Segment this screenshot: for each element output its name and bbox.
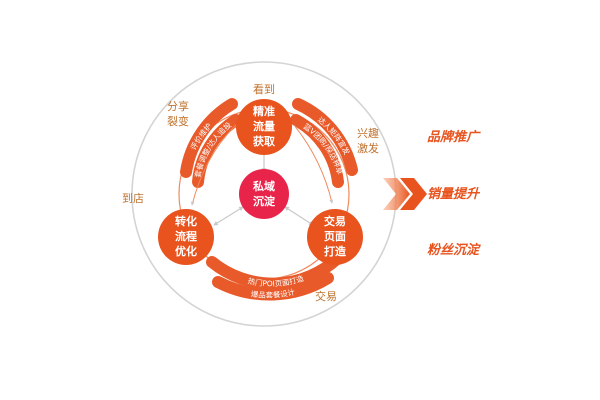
svg-text:兴趣: 兴趣 <box>357 126 379 140</box>
outer-label-upper-left: 分享 裂变 <box>167 99 189 128</box>
svg-text:流量: 流量 <box>253 119 275 133</box>
svg-text:分享: 分享 <box>167 99 189 113</box>
outer-label-upper-right: 兴趣 激发 <box>357 126 379 155</box>
svg-text:页面: 页面 <box>324 230 346 243</box>
svg-text:交易: 交易 <box>324 214 346 228</box>
outcome-sales-growth: 销量提升 <box>427 186 481 202</box>
node-left: 转化 流程 优化 <box>158 209 214 265</box>
arrow-top-to-right <box>293 124 334 204</box>
band-right-outer <box>292 98 358 176</box>
band-bottom-inner <box>206 252 344 290</box>
svg-text:私域: 私域 <box>253 179 275 193</box>
node-center: 私域 沉淀 <box>239 169 289 219</box>
outer-label-left: 到店 <box>122 191 144 205</box>
arrow-top-to-left <box>190 124 237 206</box>
svg-text:激发: 激发 <box>357 141 379 155</box>
band-left-inner <box>192 114 242 188</box>
double-chevron-right-icon <box>383 178 427 210</box>
node-right: 交易 页面 打造 <box>307 209 363 265</box>
svg-text:精准: 精准 <box>253 104 275 118</box>
outer-label-bottom-right: 交易 <box>315 289 337 303</box>
svg-text:沉淀: 沉淀 <box>253 194 276 208</box>
outcome-brand-promotion: 品牌推广 <box>427 129 481 145</box>
band-left-outer <box>180 98 238 178</box>
svg-text:获取: 获取 <box>253 134 275 148</box>
svg-text:打造: 打造 <box>324 244 347 258</box>
outcome-fan-retention: 粉丝沉淀 <box>427 242 481 258</box>
svg-text:裂变: 裂变 <box>167 114 189 128</box>
outer-label-top: 看到 <box>253 82 275 96</box>
band-bottom-outer <box>212 272 334 301</box>
node-top: 精准 流量 获取 <box>236 99 292 155</box>
band-right-inner <box>290 114 344 188</box>
svg-text:流程: 流程 <box>175 229 197 243</box>
svg-text:转化: 转化 <box>175 214 197 228</box>
svg-text:优化: 优化 <box>175 244 197 258</box>
